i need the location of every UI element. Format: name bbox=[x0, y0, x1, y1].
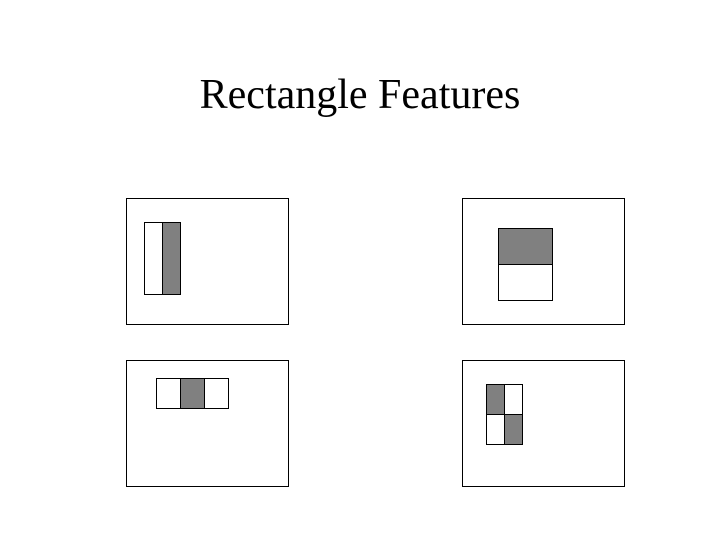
light-cell bbox=[486, 414, 505, 445]
light-cell bbox=[156, 378, 181, 409]
feature-panel-two-rectangle-horizontal bbox=[462, 198, 625, 325]
dark-cell bbox=[162, 222, 181, 295]
light-cell bbox=[504, 384, 523, 415]
dark-cell bbox=[504, 414, 523, 445]
feature-panel-three-rectangle bbox=[126, 360, 289, 487]
dark-cell bbox=[498, 228, 553, 265]
dark-cell bbox=[486, 384, 505, 415]
dark-cell bbox=[180, 378, 205, 409]
light-cell bbox=[498, 264, 553, 301]
slide-title: Rectangle Features bbox=[199, 72, 521, 118]
feature-panel-four-rectangle bbox=[462, 360, 625, 487]
feature-panel-two-rectangle-vertical bbox=[126, 198, 289, 325]
light-cell bbox=[204, 378, 229, 409]
light-cell bbox=[144, 222, 163, 295]
